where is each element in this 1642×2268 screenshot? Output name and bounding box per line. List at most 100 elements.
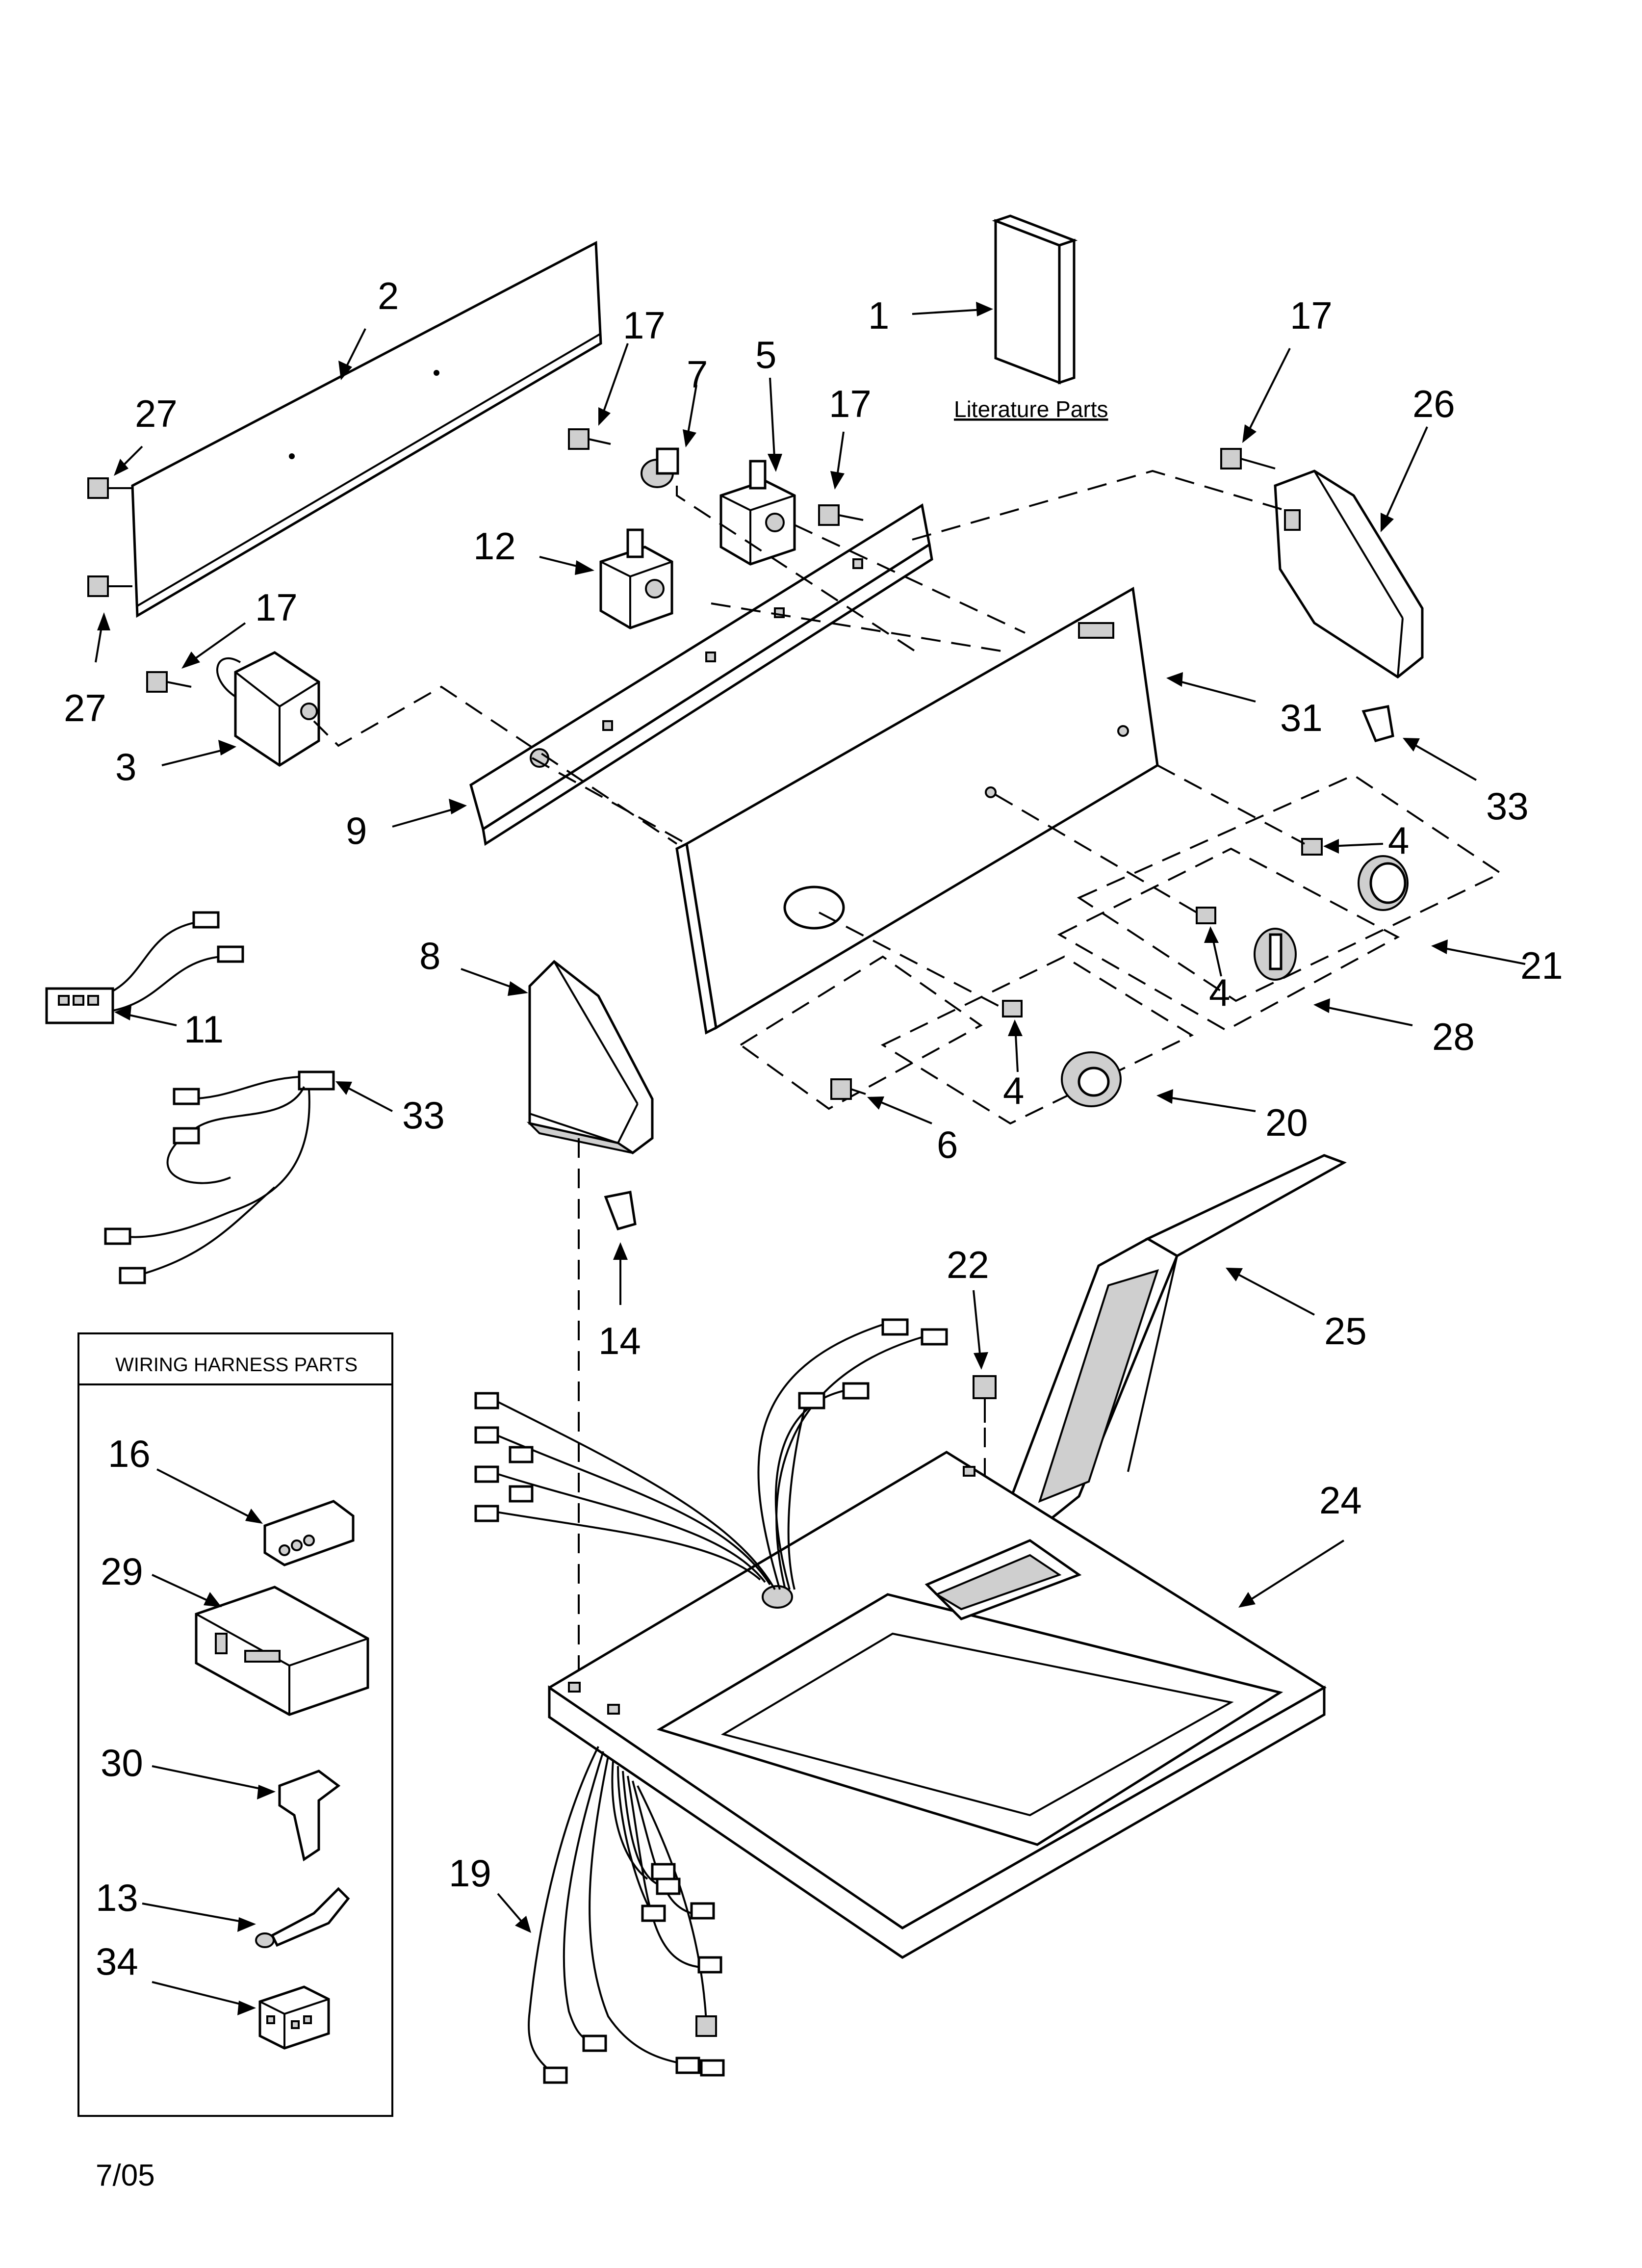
callout-25: 22 [947,1243,989,1286]
part-24-top [548,1451,1327,1959]
part-19-harness [528,1746,725,2084]
callout-4a: 4 [1388,819,1409,862]
screw-17-d [146,671,192,693]
callout-17d: 17 [255,586,298,629]
leader-11 [340,1083,393,1112]
callout-11: 33 [402,1094,445,1137]
callout-22: 25 [1324,1309,1367,1353]
callout-17b: 17 [829,382,872,425]
callout-16: 16 [108,1432,151,1475]
clip-33-right [1361,705,1394,743]
part-26-endcap [1274,469,1424,679]
dash-knob-b [995,794,1198,913]
part-12-switch [599,528,673,629]
callout-9: 9 [346,809,367,852]
wiring-box-title: WIRING HARNESS PARTS [115,1354,358,1376]
literature-booklet [992,214,1078,385]
leader-21 [1437,946,1526,965]
clip-33-bottom [604,1191,637,1231]
dash-5 [794,524,1026,634]
dash-12 [711,602,1011,653]
screw-27-bottom [87,575,132,597]
insert-4-a [1301,838,1323,856]
callout-17c: 17 [1290,294,1333,337]
callout-12: 12 [473,524,516,568]
leader-17a [600,343,629,420]
callout-6: 6 [937,1123,958,1166]
dash-26 [912,469,1285,541]
leader-17c [1245,348,1291,437]
screw-17-a [568,428,611,450]
leader-26 [1382,426,1428,525]
knob-28 [1254,928,1297,981]
leader-22 [1231,1270,1315,1316]
screw-27-top [87,477,132,499]
part-34-plug [258,1985,330,2050]
part-16-connector [263,1500,355,1566]
leader-24 [1242,1539,1345,1605]
callout-29: 29 [101,1550,143,1593]
insert-4-c [1002,1000,1023,1017]
leader-29 [152,1574,216,1605]
screw-25 [973,1375,997,1423]
part-11-harness [104,1070,335,1284]
dash-3 [313,685,678,845]
callout-33a: 33 [1486,784,1529,828]
callout-2: 2 [378,274,399,317]
callout-3: 3 [115,745,136,788]
part-29-block [195,1586,369,1716]
callout-13: 13 [96,1876,138,1919]
screw-17-b [818,504,864,526]
part-8-endcap [526,960,654,1155]
callout-31: 31 [1280,696,1323,739]
wiring-harness-box [77,1332,393,2117]
screw-17-c [1220,448,1276,469]
leader-30 [152,1765,270,1792]
part-3-timer [216,651,320,767]
leader-25 [973,1290,982,1364]
insert-4-b [1196,907,1216,924]
leader-31 [1172,678,1256,703]
part-9-bracket [469,503,933,846]
callout-5: 5 [755,333,776,376]
dash-7-panel [676,486,918,653]
leader-16 [156,1468,258,1522]
callout-28: 28 [1432,1015,1475,1058]
leader-33a [1407,740,1477,781]
literature-label: Literature Parts [954,396,1108,422]
callout-20: 20 [1265,1101,1308,1144]
leader-9 [392,806,462,828]
knob-box-20 [880,955,1194,1125]
callout-4b: 4 [1209,971,1230,1014]
callout-1: 1 [868,294,889,337]
top-harness-wires [474,1318,948,1590]
leader-13 [142,1903,251,1924]
knob-box-28 [1057,847,1400,1032]
callout-17a: 17 [623,304,666,347]
callout-19: 19 [449,1851,491,1895]
callout-26: 26 [1412,382,1455,425]
callout-27b: 27 [64,686,106,730]
part-7-clip [641,447,679,488]
rear-panel-strip [131,240,602,618]
callout-7: 7 [687,353,708,396]
callout-30: 30 [101,1741,143,1784]
part-30-clip [278,1770,341,1862]
callout-14: 11 [184,1008,224,1051]
knob-21 [1358,855,1409,911]
dash-box-6 [739,955,983,1110]
callout-33b: 14 [598,1319,641,1362]
part-14-harness [45,911,244,1024]
callout-4c: 4 [1003,1069,1024,1112]
leader-3 [161,747,231,766]
part-22-lint-filter [999,1154,1347,1537]
callout-8: 8 [419,934,440,977]
leader-28 [1319,1005,1413,1026]
callout-27a: 27 [135,392,178,435]
leader-5 [769,377,776,467]
screw-6 [830,1078,866,1100]
part-5-switch [719,460,796,566]
callout-24: 24 [1319,1479,1362,1522]
leader-34 [152,1981,251,2007]
